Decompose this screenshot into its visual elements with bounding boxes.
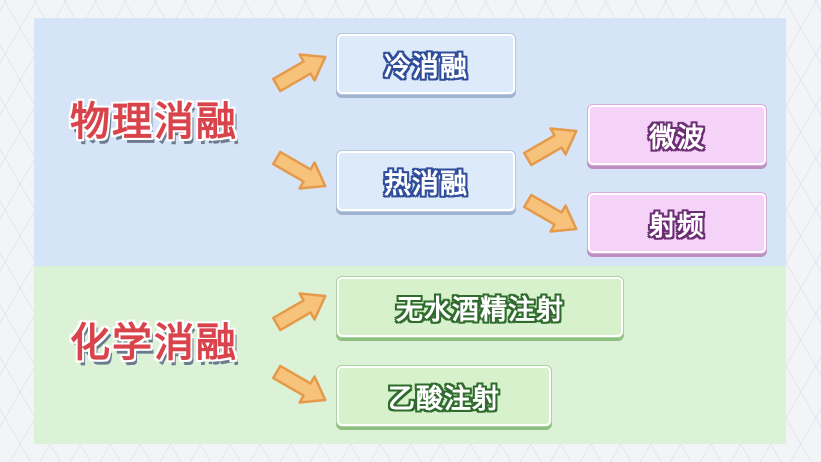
microwave-box: 微波: [588, 105, 766, 165]
radiofrequency-box: 射频: [588, 193, 766, 253]
ethanol-injection-box: 无水酒精注射: [337, 277, 623, 337]
right-arrow-icon: [266, 142, 337, 202]
chemical-ablation-heading: 化学消融: [70, 320, 238, 366]
right-arrow-icon: [517, 115, 588, 175]
right-arrow-icon: [266, 41, 337, 101]
acetic-acid-injection-box: 乙酸注射: [337, 366, 551, 426]
right-arrow-icon: [266, 356, 337, 416]
physical-ablation-heading: 物理消融: [70, 99, 238, 145]
cold-ablation-box: 冷消融: [337, 34, 515, 94]
heat-ablation-box: 热消融: [337, 151, 515, 211]
right-arrow-icon: [266, 280, 337, 340]
right-arrow-icon: [517, 185, 588, 245]
